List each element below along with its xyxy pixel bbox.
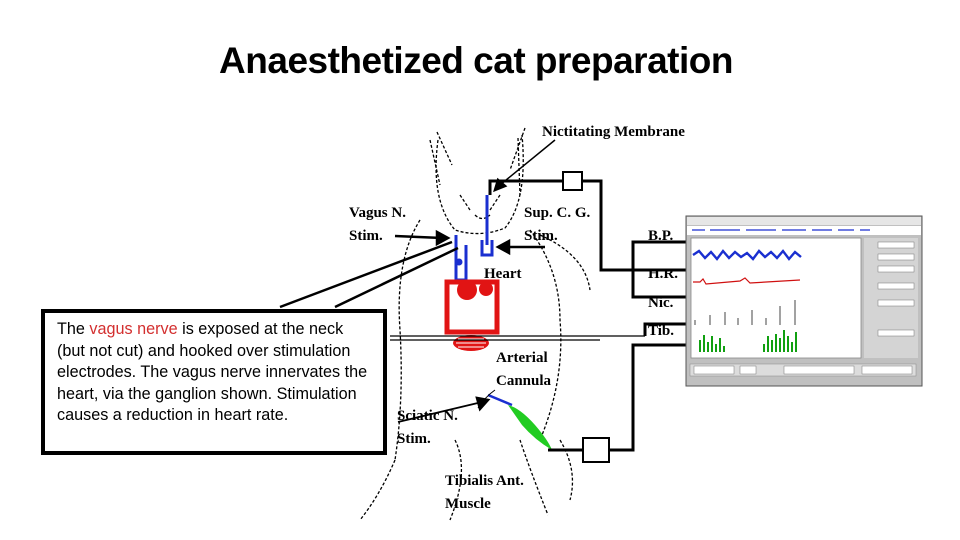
ganglion-node xyxy=(455,258,463,266)
label-vagus-stim: Stim. xyxy=(349,228,383,244)
vagus-callout-box: The vagus nerve is exposed at the neck (… xyxy=(41,309,387,455)
transducer-box-bottom xyxy=(582,437,610,463)
sciatic-nerve xyxy=(487,393,513,407)
label-sup-cg: Sup. C. G. xyxy=(524,205,591,221)
heart-shape xyxy=(444,279,500,351)
label-cannula: Cannula xyxy=(496,373,552,389)
label-nictitating-membrane: Nictitating Membrane xyxy=(542,124,685,140)
callout-pointer xyxy=(279,240,459,309)
transducer-box-top xyxy=(562,171,583,191)
label-tibialis-ant: Tibialis Ant. xyxy=(445,473,524,489)
recording-software-window xyxy=(685,215,923,387)
slide-title: Anaesthetized cat preparation xyxy=(219,40,733,81)
nic-trace xyxy=(694,300,796,325)
callout-text: is exposed at the neck (but not cut) and… xyxy=(57,320,368,424)
label-tib: Tib. xyxy=(648,323,674,339)
tib-trace xyxy=(699,330,797,352)
connection-lines xyxy=(488,179,686,452)
label-bp: B.P. xyxy=(648,228,674,244)
callout-highlight-vagus-nerve: vagus nerve xyxy=(89,320,178,338)
label-sup-cg-stim: Stim. xyxy=(524,228,558,244)
tibialis-muscle xyxy=(508,405,552,450)
hr-trace xyxy=(693,277,801,285)
bp-trace xyxy=(692,249,802,261)
label-muscle: Muscle xyxy=(445,496,491,512)
label-hr: H.R. xyxy=(648,266,678,282)
label-arterial: Arterial xyxy=(496,350,548,366)
cat-outline xyxy=(359,127,591,521)
arterial-cannula-line xyxy=(390,335,645,341)
callout-prefix: The xyxy=(57,320,90,338)
label-nic: Nic. xyxy=(648,295,674,311)
label-vagus-n: Vagus N. xyxy=(349,205,406,221)
label-sciatic-n: Sciatic N. xyxy=(397,408,458,424)
arrows xyxy=(394,139,556,423)
label-heart: Heart xyxy=(484,266,521,282)
label-sciatic-stim: Stim. xyxy=(397,431,431,447)
